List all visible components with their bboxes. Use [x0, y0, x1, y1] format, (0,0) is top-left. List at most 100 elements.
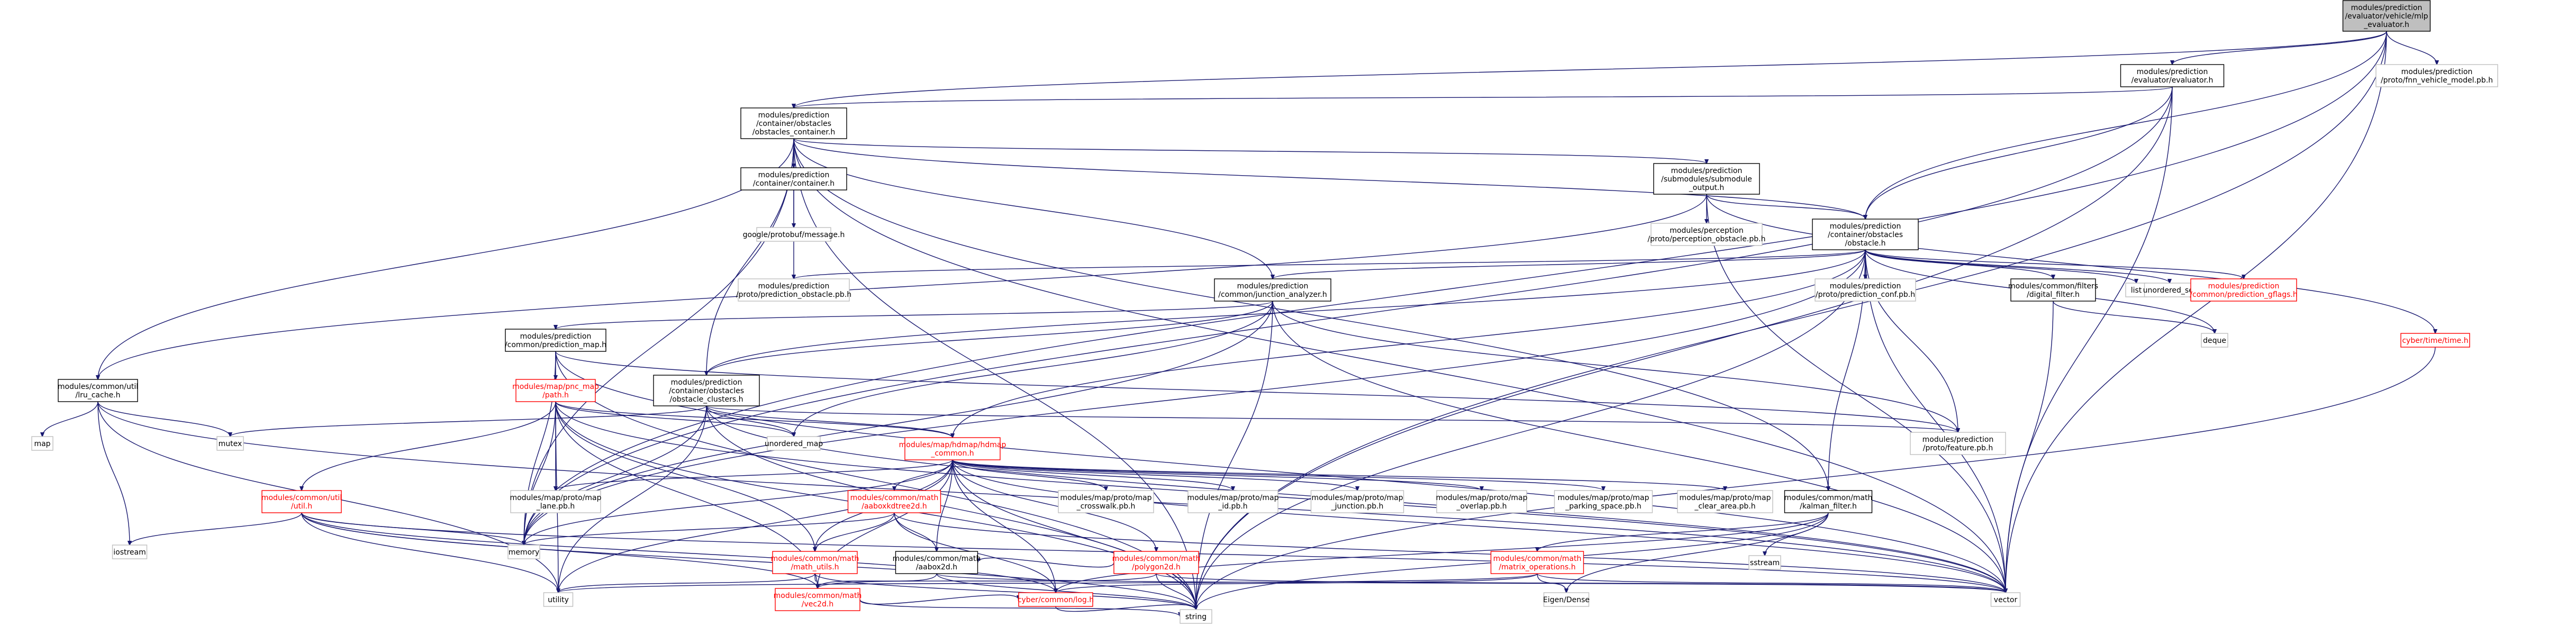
node-label: modules/perception	[1670, 226, 1743, 235]
node-box	[1748, 555, 1781, 570]
include-edge	[230, 405, 707, 437]
node-evaluator[interactable]: modules/prediction/evaluator/evaluator.h	[2120, 64, 2225, 87]
include-edge	[555, 401, 794, 437]
node-math-utils[interactable]: modules/common/math/math_utils.h	[771, 551, 859, 574]
node-label: modules/map/hdmap/hdmap	[899, 441, 1006, 449]
node-label: /digital_filter.h	[2027, 291, 2080, 299]
node-label: modules/prediction	[1830, 222, 1901, 231]
include-edge	[524, 459, 953, 545]
include-edge	[558, 459, 953, 593]
node-prediction-gflags[interactable]: modules/prediction/common/prediction_gfl…	[2190, 278, 2298, 302]
node-label: /matrix_operations.h	[1499, 563, 1575, 571]
node-eigen-dense: Eigen/Dense	[1543, 592, 1590, 607]
node-label: /container/container.h	[753, 179, 835, 188]
node-label: modules/map/proto/map	[1060, 494, 1151, 502]
dependency-nodes: modules/prediction/evaluator/vehicle/mlp…	[31, 0, 2498, 624]
node-pnc-map-path[interactable]: modules/map/pnc_map/path.h	[512, 379, 599, 402]
include-edge	[818, 573, 1157, 588]
node-root[interactable]: modules/prediction/evaluator/vehicle/mlp…	[2342, 0, 2431, 32]
node-box	[507, 545, 540, 559]
node-label: iostream	[113, 548, 146, 557]
node-box	[2190, 278, 2297, 302]
node-label: cyber/common/log.h	[1018, 596, 1094, 604]
node-map: map	[31, 436, 53, 451]
include-edge	[1566, 512, 1829, 593]
node-hdmap-common[interactable]: modules/map/hdmap/hdmap_common.h	[899, 437, 1006, 460]
node-label: list	[2131, 286, 2142, 295]
include-edge	[952, 459, 1357, 491]
node-label: modules/map/pnc_map	[512, 383, 599, 391]
node-cyber-time[interactable]: cyber/time/time.h	[2400, 333, 2470, 348]
node-polygon2d[interactable]: modules/common/math/polygon2d.h	[1112, 551, 1201, 574]
node-util-h[interactable]: modules/common/util/util.h	[261, 490, 342, 513]
node-prediction-map[interactable]: modules/prediction/common/prediction_map…	[505, 329, 606, 352]
node-crosswalk-pb: modules/map/proto/map_crosswalk.pb.h	[1058, 490, 1154, 513]
node-digital-filter[interactable]: modules/common/filters/digital_filter.h	[2008, 278, 2098, 302]
node-label: utility	[548, 596, 569, 604]
node-label: modules/prediction	[758, 282, 830, 291]
node-label: /proto/fnn_vehicle_model.pb.h	[2381, 76, 2493, 85]
node-box	[1554, 490, 1653, 513]
node-unordered-map: unordered_map	[765, 436, 823, 451]
node-label: google/protobuf/message.h	[743, 231, 845, 239]
node-kalman-filter[interactable]: modules/common/math/kalman_filter.h	[1784, 490, 1873, 513]
include-edge	[1055, 604, 1196, 612]
include-edge	[97, 401, 230, 437]
node-lru-cache[interactable]: modules/common/util/lru_cache.h	[58, 379, 138, 402]
node-label: modules/common/util	[261, 494, 342, 502]
include-edge	[558, 405, 707, 593]
include-edge	[794, 301, 1273, 437]
include-edge	[1706, 194, 1865, 219]
node-label: modules/prediction	[758, 171, 830, 179]
node-cyber-log[interactable]: cyber/common/log.h	[1018, 592, 1094, 607]
include-edge	[952, 459, 1233, 491]
include-edge	[2172, 31, 2387, 65]
include-edge	[1865, 249, 2053, 279]
node-label: /obstacle.h	[1845, 239, 1885, 248]
node-label: string	[1185, 613, 1207, 621]
include-edge	[894, 512, 937, 551]
node-label: /aabox2d.h	[916, 563, 957, 571]
include-edge	[952, 459, 1482, 491]
node-container[interactable]: modules/prediction/container/container.h	[740, 167, 847, 190]
include-edge	[1056, 573, 1538, 593]
node-junction-analyzer[interactable]: modules/prediction/common/junction_analy…	[1214, 278, 1331, 302]
node-label: /common/prediction_gflags.h	[2190, 291, 2297, 299]
node-obstacles-container[interactable]: modules/prediction/container/obstacles/o…	[740, 107, 847, 139]
node-label: _parking_space.pb.h	[1565, 502, 1641, 511]
node-box	[1113, 551, 1199, 574]
node-clear-area-pb: modules/map/proto/map_clear_area.pb.h	[1677, 490, 1773, 513]
include-edge	[524, 401, 556, 545]
node-matrix-operations[interactable]: modules/common/math/matrix_operations.h	[1490, 551, 1584, 574]
node-label: _overlap.pb.h	[1456, 502, 1507, 511]
include-edge	[814, 573, 1196, 610]
include-edge	[524, 405, 707, 545]
include-edge	[952, 459, 1196, 610]
node-box	[2375, 64, 2498, 87]
node-label: modules/prediction	[2208, 282, 2280, 291]
node-box	[740, 107, 847, 139]
node-string: string	[1180, 609, 1212, 624]
node-label: _junction.pb.h	[1331, 502, 1384, 511]
node-label: modules/common/math	[1784, 494, 1873, 502]
node-label: modules/prediction	[758, 111, 830, 120]
include-edge	[937, 459, 953, 551]
node-label: /lru_cache.h	[75, 391, 120, 400]
node-obstacle[interactable]: modules/prediction/container/obstacles/o…	[1812, 219, 1919, 250]
include-edge	[2006, 301, 2054, 593]
node-vec2d[interactable]: modules/common/math/vec2d.h	[774, 588, 862, 611]
include-edge	[524, 138, 794, 545]
node-submodule-output[interactable]: modules/prediction/submodules/submodule_…	[1653, 163, 1760, 195]
node-box	[1018, 592, 1093, 607]
include-edge	[558, 573, 1538, 593]
node-box	[1543, 592, 1590, 607]
node-aaboxkdtree2d[interactable]: modules/common/math/aaboxkdtree2d.h	[847, 490, 941, 513]
node-obstacle-clusters[interactable]: modules/prediction/container/obstacles/o…	[653, 375, 760, 406]
node-aabox2d[interactable]: modules/common/math/aabox2d.h	[893, 551, 981, 574]
node-label: modules/prediction	[1922, 436, 1994, 444]
include-edge	[1056, 512, 1829, 593]
include-edge	[1865, 249, 1958, 432]
node-sstream: sstream	[1748, 555, 1781, 570]
node-overlap-pb: modules/map/proto/map_overlap.pb.h	[1436, 490, 1528, 513]
